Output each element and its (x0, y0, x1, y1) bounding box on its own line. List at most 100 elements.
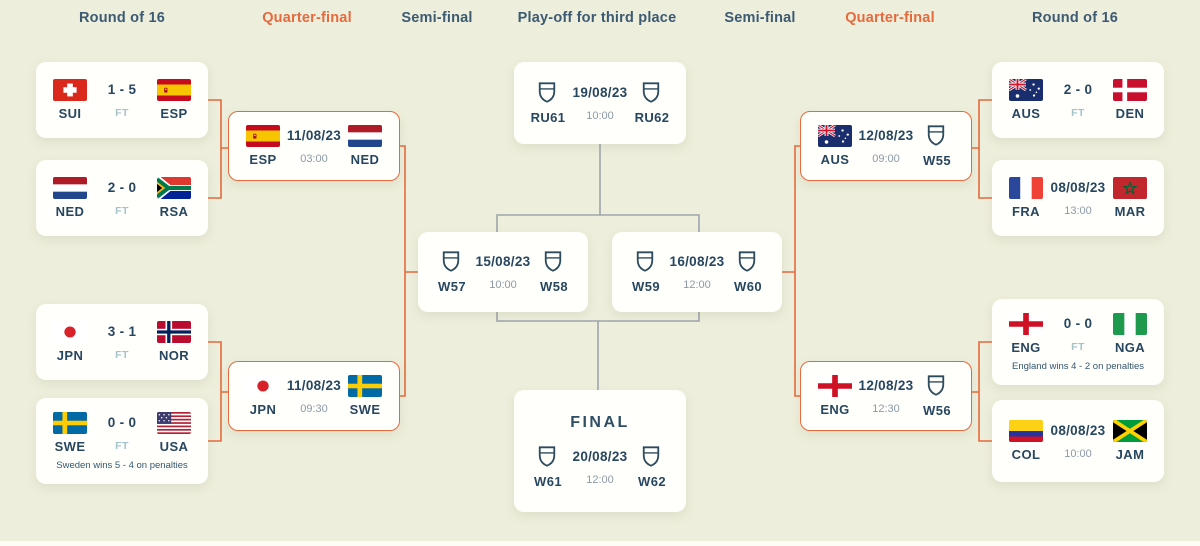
flag-esp-icon (157, 79, 191, 101)
team: W62 (630, 445, 674, 489)
team: W58 (532, 250, 576, 294)
flag-usa-icon (157, 411, 191, 434)
stage-label-semi-final: Semi-final (724, 10, 796, 26)
match-time: 10:00 (489, 278, 517, 291)
score: 2 - 0 (1063, 82, 1093, 97)
match-date: 08/08/23 (1050, 180, 1106, 195)
team: SWE (48, 411, 92, 454)
match-date: 19/08/23 (572, 84, 628, 100)
team-code: W61 (534, 473, 562, 489)
flag-col-icon (1009, 420, 1043, 442)
shield-placeholder-icon (926, 124, 948, 148)
match-center: 19/08/23 10:00 (570, 82, 630, 123)
team-code: NED (350, 152, 380, 167)
team-code: ESP (249, 152, 277, 167)
flag-aus-icon (1009, 79, 1043, 101)
stage-label-quarter-final: Quarter-final (845, 10, 935, 26)
team-code: W58 (540, 278, 568, 294)
team: W59 (624, 250, 668, 294)
score: 3 - 1 (107, 324, 137, 339)
team: JAM (1108, 420, 1152, 462)
penalties-note: England wins 4 - 2 on penalties (1011, 360, 1145, 372)
match-date: 12/08/23 (858, 127, 914, 143)
team: ESP (241, 125, 285, 167)
match-center: 12/08/23 09:00 (857, 125, 915, 166)
team-code: USA (159, 438, 189, 454)
stage-label-semi-final: Semi-final (401, 10, 473, 26)
flag-den-icon (1113, 79, 1147, 101)
team-code: JPN (249, 402, 277, 417)
flag-rsa-icon (157, 177, 191, 199)
team: W55 (915, 124, 959, 168)
full-time-badge: FT (115, 205, 129, 217)
team-code: SWE (54, 438, 86, 454)
flag-ned-icon (348, 125, 382, 147)
match-time: 10:00 (586, 109, 614, 122)
flag-swe-icon (53, 411, 87, 434)
team: ENG (813, 374, 857, 417)
flag-eng-icon (818, 374, 852, 397)
match-date: 16/08/23 (669, 253, 725, 269)
match-row: AUS 12/08/23 09:00 W55 (813, 124, 959, 168)
shield-placeholder-icon (441, 250, 463, 274)
team: NED (48, 177, 92, 219)
match-time: 09:00 (872, 152, 900, 165)
team-code: NED (55, 204, 85, 219)
flag-nor-icon (157, 321, 191, 343)
match-card-qf-r1[interactable]: AUS 12/08/23 09:00 W55 (800, 111, 972, 181)
final-label: FINAL (570, 413, 630, 431)
full-time-badge: FT (115, 439, 129, 452)
team-code: DEN (1115, 106, 1145, 121)
flag-jpn-icon (53, 321, 87, 343)
team: W57 (430, 250, 474, 294)
shield-placeholder-icon (537, 81, 559, 105)
team-code: JPN (56, 348, 84, 363)
match-time: 09:30 (300, 403, 328, 415)
team: RSA (152, 177, 196, 219)
team: DEN (1108, 79, 1152, 121)
team-code: MAR (1114, 204, 1146, 219)
team-code: W59 (632, 278, 660, 294)
flag-aus-icon (818, 124, 852, 147)
team-code: ENG (820, 401, 850, 417)
team-code: RSA (159, 204, 189, 219)
full-time-badge: FT (115, 107, 129, 119)
team: W61 (526, 445, 570, 489)
match-date: 20/08/23 (572, 448, 628, 464)
flag-nga-icon (1113, 312, 1147, 335)
team-code: AUS (820, 151, 850, 167)
